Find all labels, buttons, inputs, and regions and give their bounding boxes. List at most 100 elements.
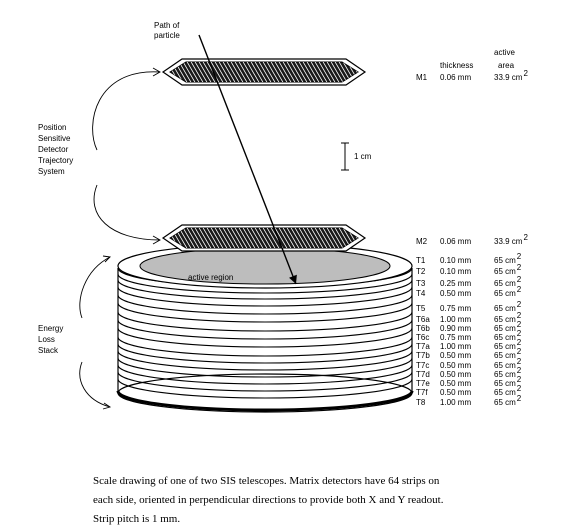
row-name: M1 <box>416 73 428 82</box>
row-name: T6b <box>416 324 430 333</box>
row-thickness: 0.50 mm <box>440 289 471 298</box>
stack-disc-edge <box>117 371 413 392</box>
row-thickness: 0.06 mm <box>440 237 471 246</box>
row-name: T1 <box>416 256 426 265</box>
row-name: T7b <box>416 351 430 360</box>
row-area-sup: 2 <box>517 347 522 356</box>
row-area: 33.9 cm <box>494 237 523 246</box>
row-area-sup: 2 <box>517 384 522 393</box>
row-area: 65 cm <box>494 388 516 397</box>
row-name: T2 <box>416 267 426 276</box>
row-thickness: 0.50 mm <box>440 379 471 388</box>
energy-label-2: Loss <box>38 335 55 344</box>
row-area-sup: 2 <box>517 320 522 329</box>
stack-disc-edge <box>117 319 413 340</box>
row-area-sup: 2 <box>517 311 522 320</box>
row-area-sup: 2 <box>517 366 522 375</box>
row-area: 65 cm <box>494 370 516 379</box>
row-thickness: 1.00 mm <box>440 342 471 351</box>
row-thickness: 0.10 mm <box>440 256 471 265</box>
row-name: T7c <box>416 361 429 370</box>
position-label-3: Detector <box>38 145 69 154</box>
energy-stack-brace <box>79 256 111 408</box>
row-area-sup: 2 <box>517 329 522 338</box>
path-of-particle-label-1: Path of <box>154 21 180 30</box>
active-region-area <box>139 247 391 285</box>
path-of-particle-label-2: particle <box>154 31 180 40</box>
row-area: 65 cm <box>494 398 516 407</box>
row-area: 65 cm <box>494 315 516 324</box>
position-system-brace <box>92 71 161 241</box>
particle-path-line <box>198 34 297 285</box>
row-area: 65 cm <box>494 267 516 276</box>
row-thickness: 0.10 mm <box>440 267 471 276</box>
row-area: 33.9 cm <box>494 73 523 82</box>
row-thickness: 0.75 mm <box>440 304 471 313</box>
row-name: T7a <box>416 342 430 351</box>
scale-bar-label: 1 cm <box>354 152 372 161</box>
row-name: T7e <box>416 379 430 388</box>
m1-matrix-detector <box>161 58 367 86</box>
row-area-sup: 2 <box>517 394 522 403</box>
row-area-sup: 2 <box>523 233 528 242</box>
active-region-label: active region <box>188 273 233 282</box>
stack-disc-edge <box>117 350 413 371</box>
row-area-sup: 2 <box>517 375 522 384</box>
stack-disc-edge <box>117 286 413 307</box>
row-area-sup: 2 <box>517 263 522 272</box>
row-name: T8 <box>416 398 426 407</box>
row-area: 65 cm <box>494 279 516 288</box>
row-name: T6c <box>416 333 429 342</box>
m2-matrix-detector <box>161 224 367 252</box>
position-label-2: Sensitive <box>38 134 71 143</box>
stack-disc-edge <box>117 364 413 385</box>
scale-bar <box>341 142 349 171</box>
row-thickness: 1.00 mm <box>440 398 471 407</box>
row-area: 65 cm <box>494 333 516 342</box>
stack-disc-edge <box>117 294 413 315</box>
stack-disc-edge <box>117 279 413 300</box>
row-area-sup: 2 <box>523 69 528 78</box>
position-label-1: Position <box>38 123 66 132</box>
row-thickness: 0.50 mm <box>440 351 471 360</box>
row-name: T4 <box>416 289 426 298</box>
stack-disc-edge <box>117 311 413 332</box>
row-name: T7f <box>416 388 428 397</box>
header-active: active <box>494 48 515 57</box>
row-area: 65 cm <box>494 342 516 351</box>
caption-line-1: Scale drawing of one of two SIS telescop… <box>93 475 440 487</box>
row-thickness: 0.50 mm <box>440 370 471 379</box>
row-area: 65 cm <box>494 351 516 360</box>
row-thickness: 0.25 mm <box>440 279 471 288</box>
row-name: T3 <box>416 279 426 288</box>
row-area: 65 cm <box>494 361 516 370</box>
row-area: 65 cm <box>494 289 516 298</box>
row-name: T5 <box>416 304 426 313</box>
energy-label-1: Energy <box>38 324 63 333</box>
row-thickness: 1.00 mm <box>440 315 471 324</box>
figure-caption: Scale drawing of one of two SIS telescop… <box>93 472 553 529</box>
stack-disc-edge <box>117 343 413 364</box>
row-thickness: 0.50 mm <box>440 388 471 397</box>
stack-disc-edge <box>117 302 413 323</box>
row-area-sup: 2 <box>517 285 522 294</box>
stack-disc-edge <box>117 378 413 399</box>
row-area: 65 cm <box>494 256 516 265</box>
row-area-sup: 2 <box>517 338 522 347</box>
row-thickness: 0.75 mm <box>440 333 471 342</box>
row-area-sup: 2 <box>517 300 522 309</box>
stack-disc-edge <box>117 357 413 378</box>
row-area: 65 cm <box>494 379 516 388</box>
caption-line-2: each side, oriented in perpendicular dir… <box>93 494 444 506</box>
row-area: 65 cm <box>494 304 516 313</box>
position-label-5: System <box>38 167 65 176</box>
row-area-sup: 2 <box>517 357 522 366</box>
position-label-4: Trajectory <box>38 156 73 165</box>
row-area: 65 cm <box>494 324 516 333</box>
stack-disc-edge <box>117 336 413 357</box>
row-thickness: 0.06 mm <box>440 73 471 82</box>
row-area-sup: 2 <box>517 252 522 261</box>
row-thickness: 0.90 mm <box>440 324 471 333</box>
